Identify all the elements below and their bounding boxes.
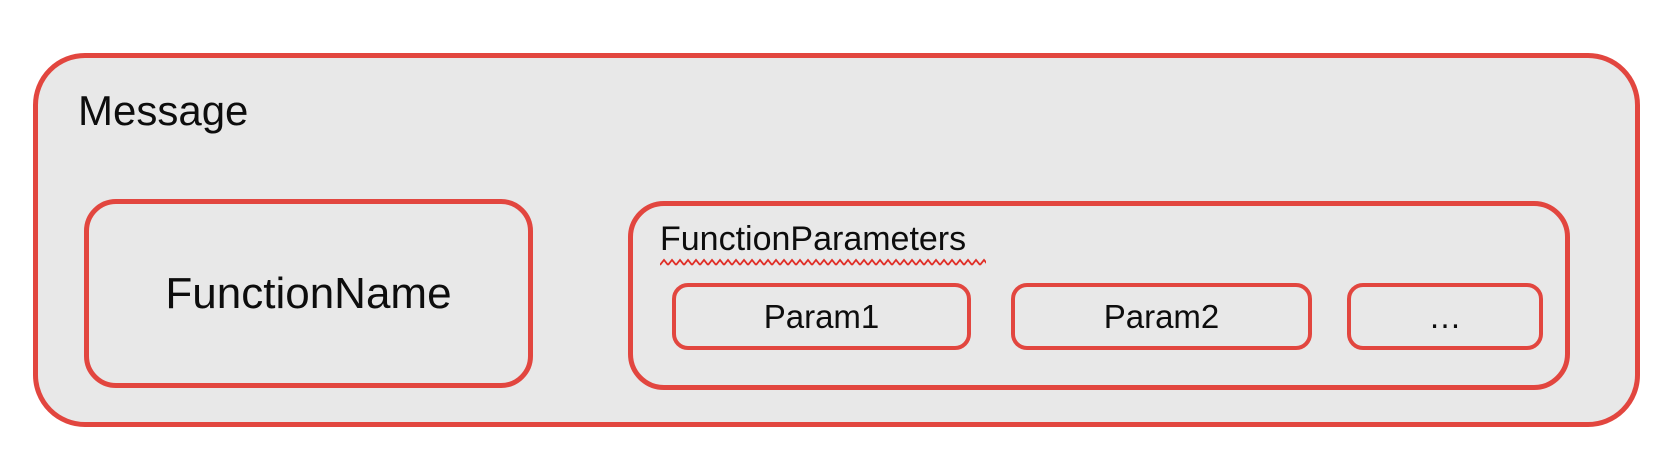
function-parameters-label: FunctionParameters <box>660 220 967 258</box>
message-container-box: Message FunctionName FunctionParameters … <box>33 53 1640 427</box>
function-name-box: FunctionName <box>84 199 533 388</box>
param1-label: Param1 <box>763 297 880 335</box>
param2-label: Param2 <box>1103 297 1220 335</box>
param1-box: Param1 <box>672 283 971 350</box>
ellipsis-param-box: … <box>1347 283 1543 350</box>
function-parameters-box: FunctionParameters Param1 Param2 … <box>628 201 1570 390</box>
message-label: Message <box>78 87 249 134</box>
spellcheck-squiggle-icon <box>660 258 986 267</box>
param2-box: Param2 <box>1011 283 1312 350</box>
ellipsis-param-label: … <box>1428 297 1462 335</box>
function-name-label: FunctionName <box>165 268 452 318</box>
